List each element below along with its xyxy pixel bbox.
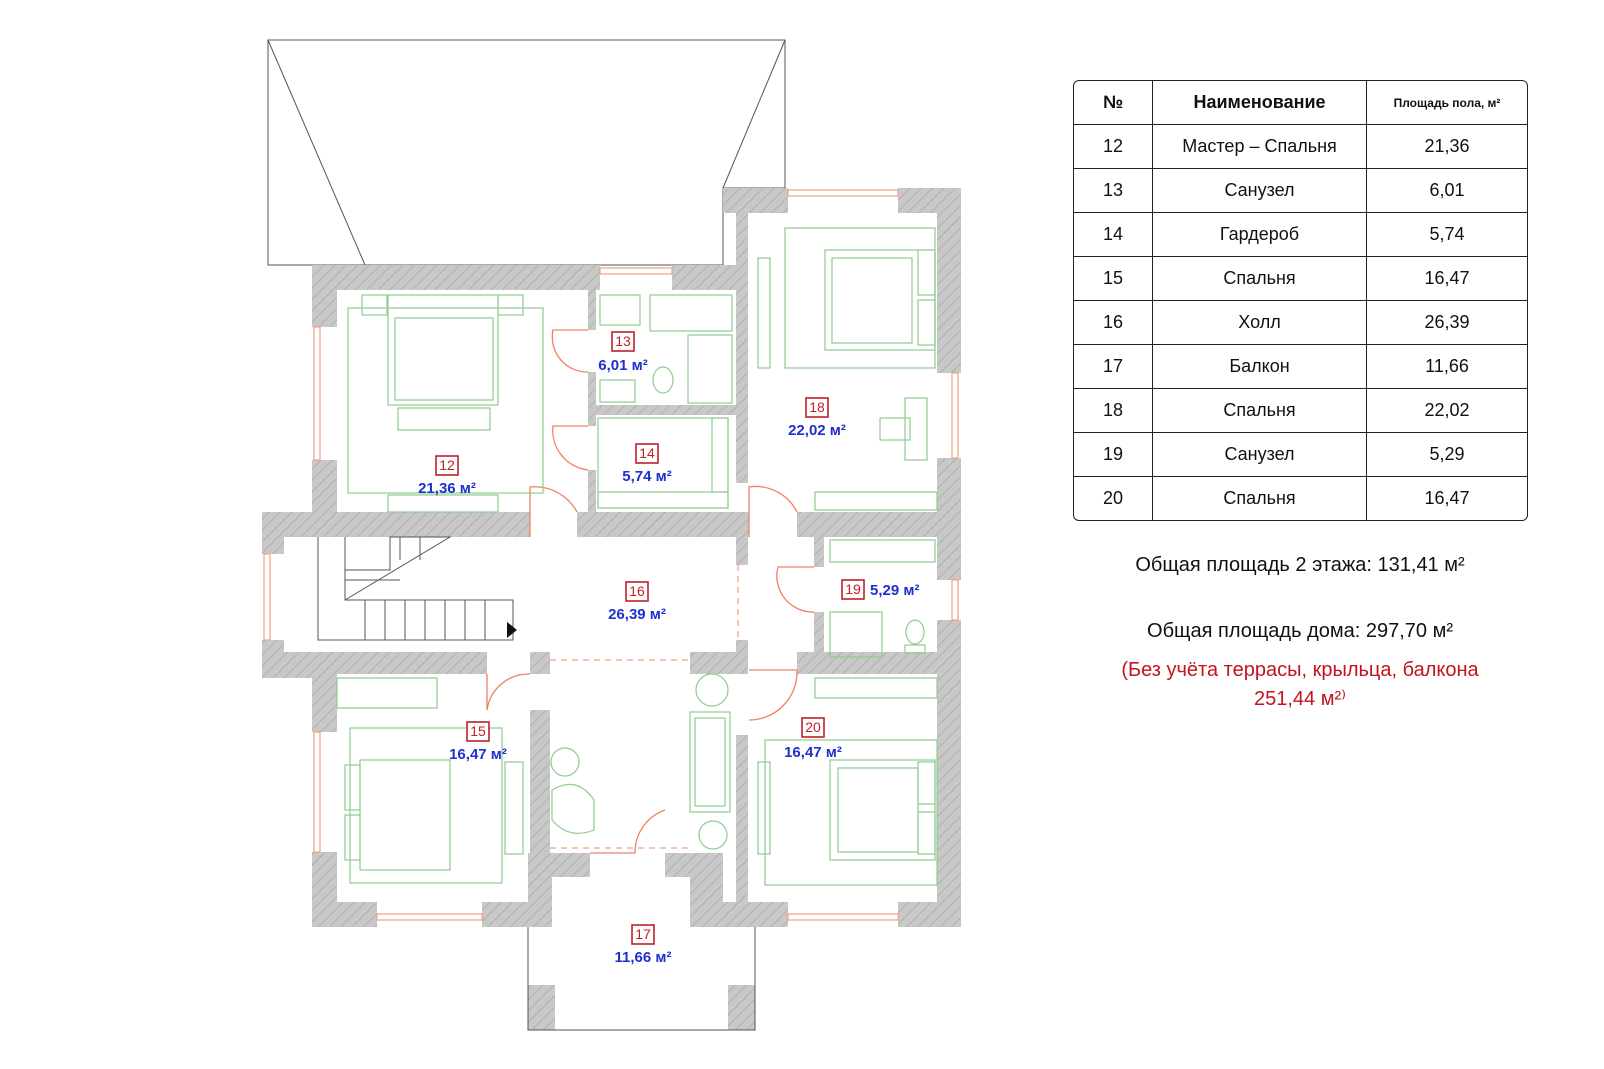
windows: [263, 189, 959, 921]
cell-name: Спальня: [1153, 257, 1367, 301]
room-area: 5,29 м²: [870, 582, 919, 599]
cell-name: Гардероб: [1153, 213, 1367, 257]
excluding-note-line1: (Без учёта террасы, крыльца, балкона: [1121, 659, 1479, 681]
cell-name: Санузел: [1153, 433, 1367, 477]
room-number: 18: [809, 399, 825, 415]
room-area: 11,66 м²: [615, 949, 672, 966]
room-number: 16: [629, 583, 645, 599]
room-area: 16,47 м²: [784, 744, 842, 761]
cell-number: 14: [1074, 213, 1153, 257]
house-total-area: Общая площадь дома: 297,70 м²: [1147, 620, 1453, 642]
floor-total-area: Общая площадь 2 этажа: 131,41 м²: [1135, 554, 1465, 576]
cell-name: Мастер – Спальня: [1153, 125, 1367, 169]
cell-area: 16,47: [1424, 488, 1470, 508]
header-name: Наименование: [1153, 81, 1367, 125]
cell-number: 20: [1074, 477, 1153, 520]
room-area: 6,01 м²: [598, 357, 647, 374]
cell-area: 26,39: [1367, 301, 1527, 345]
header-area: Площадь пола, м²: [1367, 81, 1527, 125]
room-label-13: 13 6,01 м²: [598, 331, 648, 374]
cell-area: 21,36: [1367, 125, 1527, 169]
floor-plan: 12 21,36 м² 13 6,01 м² 14 5,74 м² 15 16,…: [262, 39, 961, 1031]
room-number: 17: [635, 926, 651, 942]
balcony-outline: [527, 927, 756, 1031]
cell-number: 15: [1074, 257, 1153, 301]
cell-name: Санузел: [1153, 169, 1367, 213]
cell-name: Холл: [1153, 301, 1367, 345]
cell-name: Спальня: [1153, 477, 1367, 520]
cell-area: 22,02: [1367, 389, 1527, 433]
room-label-17: 17 11,66 м²: [615, 924, 672, 966]
room-number: 19: [845, 581, 861, 597]
room-label-18: 18 22,02 м²: [788, 397, 846, 439]
header-number: №: [1074, 81, 1153, 125]
room-area: 16,47 м²: [449, 746, 507, 763]
cell-number: 13: [1074, 169, 1153, 213]
cell-area: 16,47: [1367, 257, 1527, 301]
room-area: 21,36 м²: [418, 480, 476, 497]
room-number: 14: [639, 445, 655, 461]
cell-area: 5,29: [1367, 433, 1527, 477]
room-label-14: 14 5,74 м²: [622, 443, 672, 485]
roof-outline: [267, 39, 786, 266]
room-number: 20: [805, 719, 821, 735]
room-label-15: 15 16,47 м²: [449, 721, 507, 763]
cell-number: 17: [1074, 345, 1153, 389]
cell-area: 11,66: [1367, 345, 1527, 389]
excluding-note-line2: 251,44 м²⁾: [1253, 688, 1347, 710]
table-header-row: № Наименование Площадь пола, м²: [1074, 81, 1527, 125]
cell-number: 19: [1074, 433, 1153, 477]
walls: [262, 188, 961, 1030]
room-area: 26,39 м²: [608, 606, 666, 623]
furniture: [336, 227, 938, 886]
cell-number: 12: [1074, 125, 1153, 169]
room-label-12: 12 21,36 м²: [418, 455, 476, 497]
room-area: 22,02 м²: [788, 422, 846, 439]
room-number: 13: [615, 333, 631, 349]
cell-name: Спальня: [1153, 389, 1367, 433]
cell-name: Балкон: [1153, 345, 1367, 389]
room-label-19: 19 5,29 м²: [841, 579, 919, 600]
room-label-20: 20 16,47 м²: [784, 717, 842, 761]
doors: [486, 329, 815, 854]
room-number: 12: [439, 457, 455, 473]
cell-area: 6,01: [1367, 169, 1527, 213]
room-label-16: 16 26,39 м²: [608, 581, 666, 623]
cell-area: 5,74: [1367, 213, 1527, 257]
cell-number: 18: [1074, 389, 1153, 433]
staircase: [317, 536, 517, 641]
room-number: 15: [470, 723, 486, 739]
room-area: 5,74 м²: [622, 468, 671, 485]
stair-direction-arrow-icon: [507, 622, 517, 638]
cell-number: 16: [1074, 301, 1153, 345]
